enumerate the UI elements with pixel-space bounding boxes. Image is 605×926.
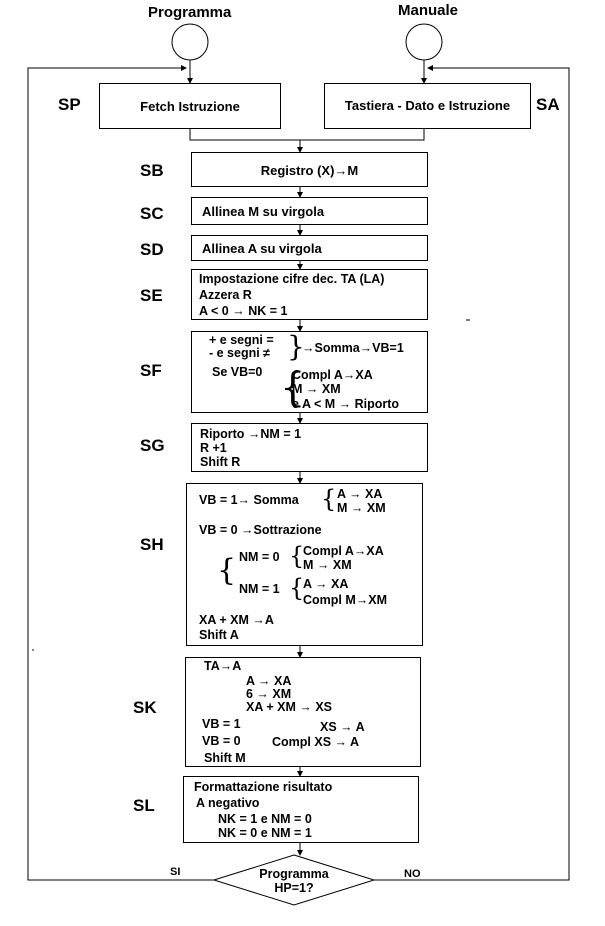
sf-line-6: M → XM xyxy=(292,382,341,396)
sh-line-3a: Compl A→XA xyxy=(303,544,384,558)
sh-brace-3: { xyxy=(289,542,305,570)
sk-line-4: XA + XM → XS xyxy=(246,700,333,714)
sb-text: Registro (X)→M xyxy=(260,163,359,178)
sh-line-1: VB = 1→ Somma xyxy=(199,493,299,507)
sf-line-2: - e segni ≠ xyxy=(209,346,271,360)
sf-line-3: →Somma→VB=1 xyxy=(302,341,404,355)
sf-line-5: Compl A→XA xyxy=(292,368,373,382)
sh-line-5: XA + XM →A xyxy=(199,613,274,627)
se-line-3: A < 0 → NK = 1 xyxy=(199,304,288,318)
sk-line-1: TA→A xyxy=(204,659,242,673)
step-label-sd: SD xyxy=(140,240,164,259)
box-sa: Tastiera - Dato e Istruzione xyxy=(324,83,531,129)
sh-brace-2: { xyxy=(217,553,237,588)
step-label-sa: SA xyxy=(536,95,560,114)
sc-text: Allinea M su virgola xyxy=(202,204,325,219)
sg-line-1: Riporto →NM = 1 xyxy=(200,427,302,441)
step-label-sp: SP xyxy=(58,95,81,114)
decision-no-label: NO xyxy=(404,868,421,880)
sf-line-1: + e segni = xyxy=(209,333,274,347)
step-label-sh: SH xyxy=(140,535,164,554)
box-sh: VB = 1→ Somma { A → XA M → XM VB = 0 →So… xyxy=(186,483,423,646)
sl-line-2: A negativo xyxy=(196,796,260,810)
sk-line-2: A → XA xyxy=(246,674,292,688)
sh-line-2: VB = 0 →Sottrazione xyxy=(199,523,322,537)
sf-brace-2: { xyxy=(280,365,306,411)
decision-diamond xyxy=(212,854,376,906)
sp-text: Fetch Istruzione xyxy=(140,99,240,114)
sk-line-3: 6 → XM xyxy=(246,687,292,701)
sl-line-1: Formattazione risultato xyxy=(194,780,333,794)
start-circle-programma xyxy=(171,23,209,61)
sh-brace-1: { xyxy=(321,485,337,513)
sf-line-4: Se VB=0 xyxy=(212,365,263,379)
sa-text: Tastiera - Dato e Istruzione xyxy=(344,98,511,113)
box-sl: Formattazione risultato A negativo NK = … xyxy=(183,776,419,843)
sd-text: Allinea A su virgola xyxy=(202,241,322,256)
step-label-se: SE xyxy=(140,286,163,305)
start-circle-manuale xyxy=(405,23,443,61)
sh-line-1b: M → XM xyxy=(337,501,386,515)
se-line-1: Impostazione cifre dec. TA (LA) xyxy=(199,272,385,286)
sk-line-5: VB = 1 xyxy=(202,717,241,731)
box-se: Impostazione cifre dec. TA (LA) Azzera R… xyxy=(191,269,428,320)
decision-si-label: SI xyxy=(170,866,181,878)
box-sc: Allinea M su virgola xyxy=(191,197,428,225)
box-sp: Fetch Istruzione xyxy=(99,83,281,129)
sl-line-3: NK = 1 e NM = 0 xyxy=(218,812,312,826)
box-sb: Registro (X)→M xyxy=(191,152,428,187)
sl-line-4: NK = 0 e NM = 1 xyxy=(218,826,312,840)
step-label-sg: SG xyxy=(140,436,165,455)
step-label-sb: SB xyxy=(140,161,164,180)
sh-brace-4: { xyxy=(289,574,305,602)
sf-line-7: e A < M → Riporto xyxy=(292,397,400,411)
sg-line-2: R +1 xyxy=(200,441,227,455)
step-label-sf: SF xyxy=(140,361,162,380)
sk-line-7: Shift M xyxy=(204,751,246,765)
sk-line-5a: XS → A xyxy=(320,720,365,734)
programma-label: Programma xyxy=(148,4,232,21)
sh-line-1a: A → XA xyxy=(337,487,383,501)
box-sk: TA→A A → XA 6 → XM XA + XM → XS VB = 1 X… xyxy=(185,657,421,767)
sh-line-3: NM = 0 xyxy=(239,550,280,564)
sh-line-4: NM = 1 xyxy=(239,582,280,596)
box-sf: + e segni = - e segni ≠ } →Somma→VB=1 Se… xyxy=(191,331,428,413)
step-label-sc: SC xyxy=(140,204,164,223)
sh-line-4b: Compl M→XM xyxy=(303,593,388,607)
sg-line-3: Shift R xyxy=(200,455,241,469)
box-sg: Riporto →NM = 1 R +1 Shift R xyxy=(191,423,428,472)
sh-line-6: Shift A xyxy=(199,628,239,642)
sk-line-6a: Compl XS → A xyxy=(272,735,360,749)
step-label-sk: SK xyxy=(133,698,157,717)
decision-line-1: Programma xyxy=(259,867,329,881)
box-sd: Allinea A su virgola xyxy=(191,235,428,261)
decision-line-2: HP=1? xyxy=(274,881,314,895)
manuale-label: Manuale xyxy=(398,2,459,19)
sh-line-4a: A → XA xyxy=(303,577,349,591)
step-label-sl: SL xyxy=(133,796,155,815)
se-line-2: Azzera R xyxy=(199,288,252,302)
sh-line-3b: M → XM xyxy=(303,558,352,572)
sf-brace-1: } xyxy=(287,330,305,363)
sk-line-6: VB = 0 xyxy=(202,734,241,748)
